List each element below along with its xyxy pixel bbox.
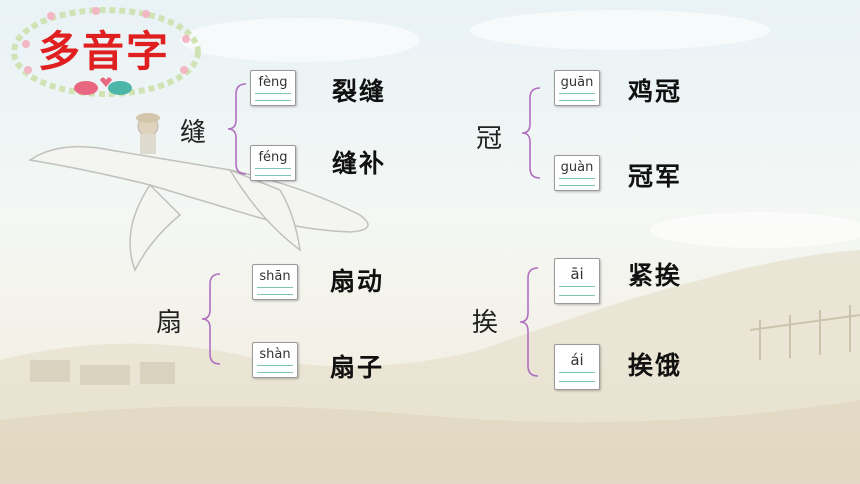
pinyin-text: ái <box>570 351 584 369</box>
pinyin-text: guàn <box>560 160 594 175</box>
brace-icon <box>519 267 539 377</box>
polyphone-char: 冠 <box>476 124 503 154</box>
pinyin-text: shàn <box>259 347 291 362</box>
brace-icon <box>227 83 247 175</box>
pinyin-card: ái <box>554 344 600 390</box>
example-word: 扇动 <box>330 267 385 296</box>
example-word: 挨饿 <box>628 351 683 380</box>
pinyin-card: āi <box>554 258 600 304</box>
pinyin-text: fèng <box>258 75 288 90</box>
cloud-shapes <box>180 10 860 248</box>
page-title: 多音字 <box>38 27 171 76</box>
pinyin-text: āi <box>570 265 584 283</box>
example-word: 鸡冠 <box>628 77 683 106</box>
pinyin-text: féng <box>258 150 288 165</box>
rider-icon <box>136 113 160 154</box>
village-houses <box>30 360 175 385</box>
example-word: 裂缝 <box>332 77 387 106</box>
example-word: 缝补 <box>332 149 387 178</box>
brace-icon <box>521 87 541 179</box>
example-word: 冠军 <box>628 162 683 191</box>
lovebirds-icon <box>74 77 132 95</box>
polyphone-char: 缝 <box>180 118 207 148</box>
pinyin-card: féng <box>250 145 296 181</box>
foreground-hills <box>0 400 860 484</box>
polyphone-char: 扇 <box>156 308 183 338</box>
pinyin-text: guān <box>560 75 594 90</box>
pinyin-card: guàn <box>554 155 600 191</box>
pinyin-card: fèng <box>250 70 296 106</box>
example-word: 扇子 <box>330 353 385 382</box>
pinyin-card: shàn <box>252 342 298 378</box>
flower-wreath-icon <box>11 7 201 97</box>
fence-lines <box>749 305 860 360</box>
goose-icon <box>28 145 369 272</box>
pinyin-text: shān <box>259 269 291 284</box>
example-word: 紧挨 <box>628 261 683 290</box>
pinyin-card: shān <box>252 264 298 300</box>
polyphone-char: 挨 <box>472 308 499 338</box>
pinyin-card: guān <box>554 70 600 106</box>
brace-icon <box>201 273 221 365</box>
